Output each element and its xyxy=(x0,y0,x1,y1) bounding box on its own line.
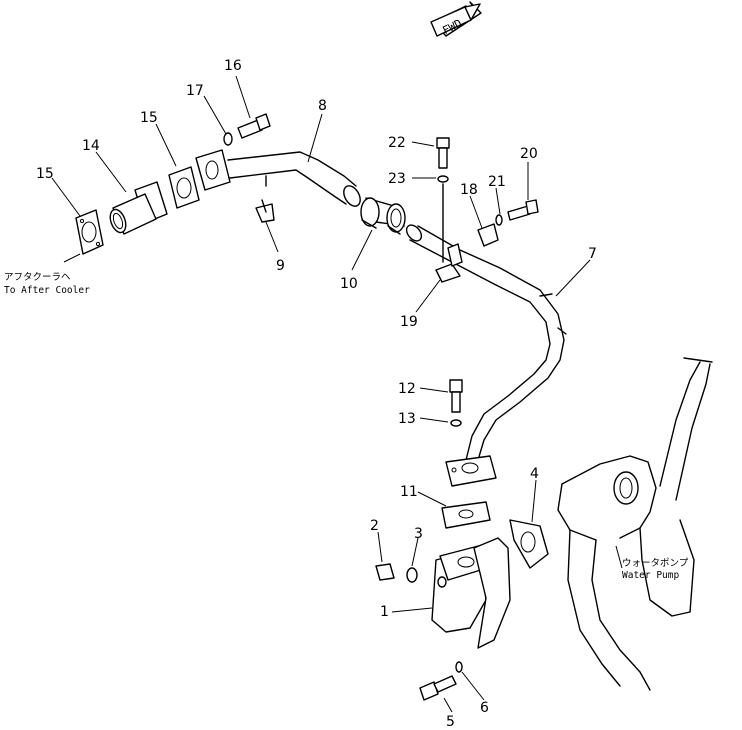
clamp-9 xyxy=(255,199,275,223)
connector-14 xyxy=(109,181,168,235)
hose-10 xyxy=(360,197,406,235)
washer-17 xyxy=(223,132,233,146)
washer-3 xyxy=(406,567,418,583)
callout-numbers: 15 14 15 17 16 8 9 10 22 23 18 21 20 7 1… xyxy=(36,58,597,730)
callout-11: 11 xyxy=(400,484,418,500)
bolt-22 xyxy=(436,137,450,169)
callout-15a: 15 xyxy=(36,166,54,182)
washer-6 xyxy=(455,661,463,673)
callout-7: 7 xyxy=(588,246,597,262)
bolt-20 xyxy=(507,199,539,221)
callout-5: 5 xyxy=(446,714,455,730)
gasket-15-left xyxy=(75,209,104,255)
callout-19: 19 xyxy=(400,314,418,330)
water-pump xyxy=(557,357,713,691)
callout-13: 13 xyxy=(398,411,416,427)
pipe-7 xyxy=(405,224,567,487)
callout-22: 22 xyxy=(388,135,406,151)
callout-2: 2 xyxy=(370,518,379,534)
callout-10: 10 xyxy=(340,276,358,292)
bracket-19 xyxy=(435,243,463,283)
plug-2 xyxy=(375,563,395,581)
note-water-pump-jp: ウォータポンプ xyxy=(622,558,689,569)
callout-18: 18 xyxy=(460,182,478,198)
callout-16: 16 xyxy=(224,58,242,74)
callout-21: 21 xyxy=(488,174,506,190)
washer-21 xyxy=(495,214,503,226)
callout-1: 1 xyxy=(380,604,389,620)
note-after-cooler-jp: アフタクーラヘ xyxy=(4,272,71,283)
bolt-16 xyxy=(237,113,271,139)
bolt-5 xyxy=(419,675,457,701)
callout-12: 12 xyxy=(398,381,416,397)
fwd-arrow-icon: FWD xyxy=(430,1,482,37)
leader-lines xyxy=(51,75,623,713)
callout-15b: 15 xyxy=(140,110,158,126)
callout-9: 9 xyxy=(276,258,285,274)
note-water-pump-en: Water Pump xyxy=(622,570,679,581)
callout-6: 6 xyxy=(480,700,489,716)
callout-8: 8 xyxy=(318,98,327,114)
washer-13 xyxy=(450,419,462,427)
bolt-12 xyxy=(449,379,463,413)
callout-20: 20 xyxy=(520,146,538,162)
housing-1 xyxy=(431,537,511,649)
washer-23 xyxy=(437,175,449,183)
callout-4: 4 xyxy=(530,466,539,482)
callout-3: 3 xyxy=(414,526,423,542)
pipe-8 xyxy=(195,149,361,207)
callout-23: 23 xyxy=(388,171,406,187)
gasket-15-right xyxy=(168,166,200,209)
note-after-cooler-en: To After Cooler xyxy=(4,285,90,296)
clip-18 xyxy=(477,223,499,247)
gasket-11 xyxy=(441,501,491,529)
callout-17: 17 xyxy=(186,83,204,99)
callout-14: 14 xyxy=(82,138,100,154)
gasket-4 xyxy=(509,519,549,569)
